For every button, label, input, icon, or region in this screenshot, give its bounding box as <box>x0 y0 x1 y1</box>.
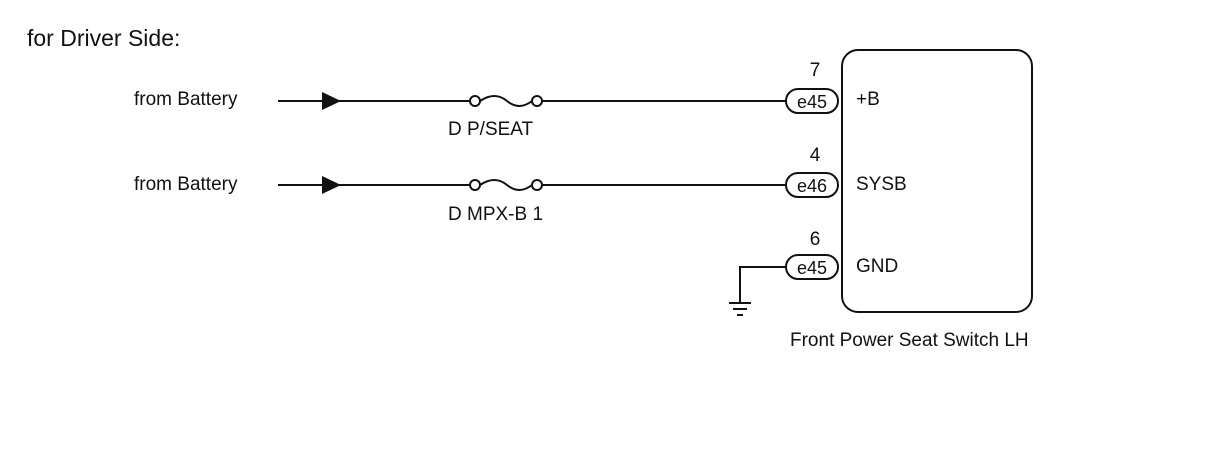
fuse-2-element <box>479 179 533 191</box>
fuse-1-element <box>479 95 533 107</box>
connector-code-3: e45 <box>797 258 827 278</box>
connector-oval-3 <box>785 254 839 280</box>
connector-oval-1 <box>785 88 839 114</box>
fuse-1-terminal-right <box>531 95 543 107</box>
source-label-battery-1: from Battery <box>134 89 238 110</box>
connector-code-2: e46 <box>797 176 827 196</box>
pin-number-4: 4 <box>809 145 821 166</box>
switch-body <box>841 49 1033 313</box>
diagram-heading: for Driver Side: <box>27 25 181 51</box>
terminal-label-gnd: GND <box>856 256 899 277</box>
component-label: Front Power Seat Switch LH <box>790 330 1029 351</box>
arrow-1-icon <box>322 92 341 110</box>
arrow-2-icon <box>322 176 341 194</box>
source-label-battery-2: from Battery <box>134 174 238 195</box>
ground-wire <box>739 266 786 303</box>
fuse-label-dpseat: D P/SEAT <box>448 119 534 140</box>
fuse-label-dmpxb1: D MPX-B 1 <box>448 204 544 225</box>
pin-number-6: 6 <box>809 229 821 250</box>
fuse-1-terminal-left <box>469 95 481 107</box>
fuse-2-terminal-right <box>531 179 543 191</box>
terminal-label-b: +B <box>856 89 880 110</box>
terminal-label-sysb: SYSB <box>856 174 907 195</box>
pin-number-7: 7 <box>809 60 821 81</box>
fuse-2-terminal-left <box>469 179 481 191</box>
connector-code-1: e45 <box>797 92 827 112</box>
connector-oval-2 <box>785 172 839 198</box>
